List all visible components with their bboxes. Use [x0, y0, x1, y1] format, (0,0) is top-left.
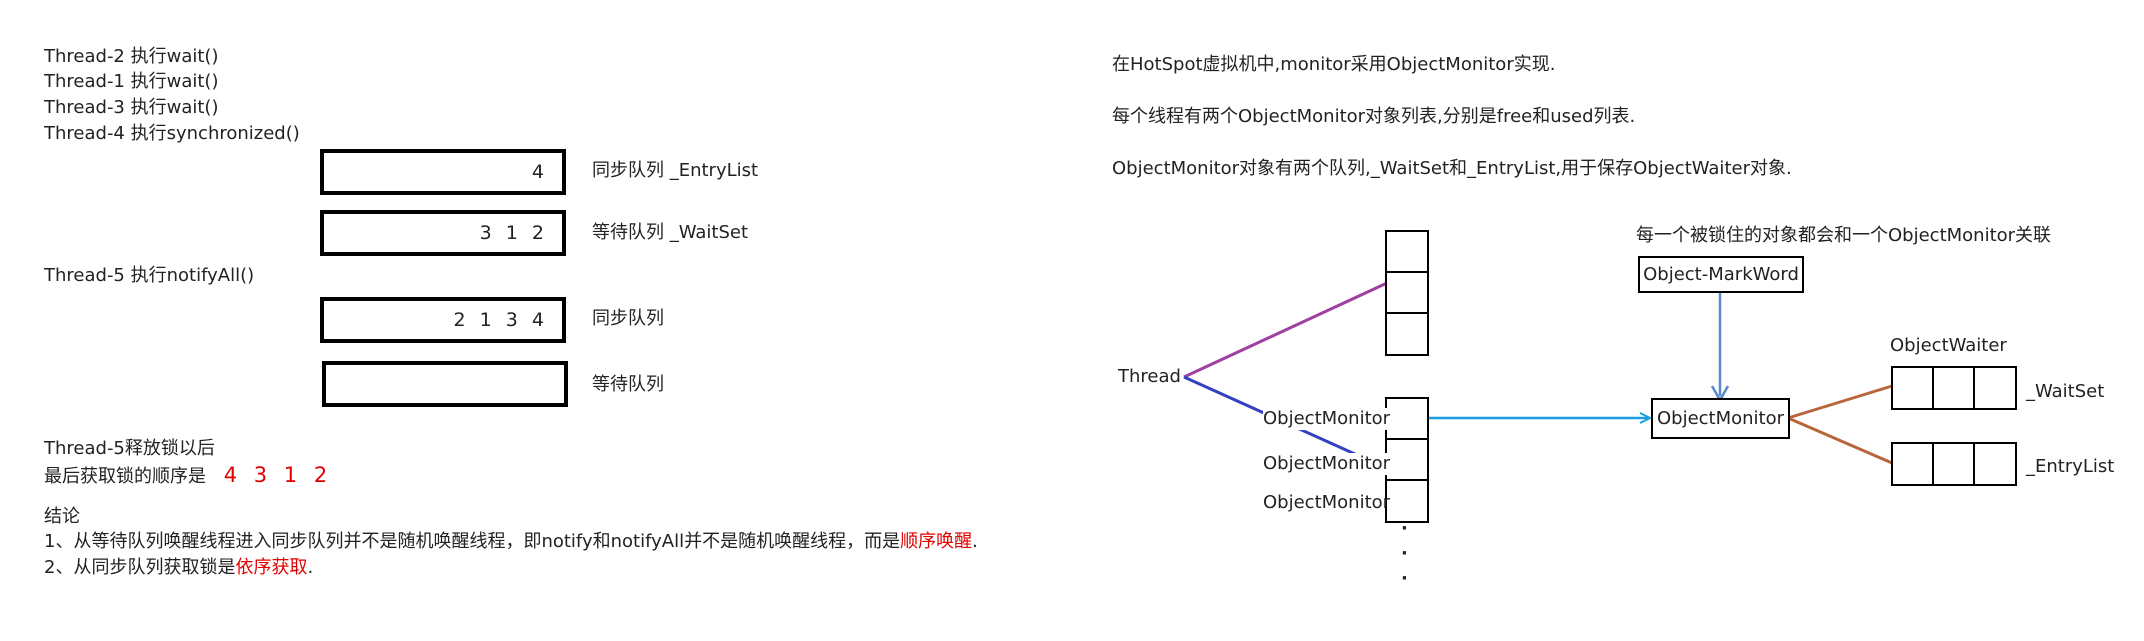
locked-object-note: 每一个被锁住的对象都会和一个ObjectMonitor关联: [1636, 225, 2052, 246]
wait-set-box: 3 1 2: [320, 210, 566, 256]
wait-set-label: 等待队列 _WaitSet: [592, 222, 749, 243]
conclusion-1-highlight: 顺序唤醒: [900, 531, 973, 552]
sync-queue-value: 2 1 3 4: [453, 309, 548, 331]
free-list-cell: [1385, 312, 1429, 356]
thread-line-3: Thread-3 执行wait(): [44, 97, 219, 118]
entry-list-box: 4: [320, 149, 566, 195]
conclusion-1-prefix: 1、从等待队列唤醒线程进入同步队列并不是随机唤醒线程，即notify和notif…: [44, 531, 901, 552]
object-markword-box: Object-MarkWord: [1638, 256, 1804, 293]
ellipsis-dot: ·: [1401, 518, 1408, 539]
conclusion-1: 1、从等待队列唤醒线程进入同步队列并不是随机唤醒线程，即notify和notif…: [44, 531, 978, 553]
waitset-cell: [1973, 366, 2017, 410]
thread-line-2: Thread-1 执行wait(): [44, 71, 219, 92]
monitor-to-entrylist-line: [1787, 416, 1893, 465]
order-line: 最后获取锁的顺序是 4 3 1 2: [44, 464, 332, 488]
conclusion-1-suffix: .: [972, 531, 978, 552]
ellipsis-dot: ·: [1401, 543, 1408, 564]
note-3: ObjectMonitor对象有两个队列,_WaitSet和_EntryList…: [1112, 158, 1792, 179]
wait-queue-box: [322, 361, 568, 407]
waitset-cell: [1932, 366, 1976, 410]
used-list-cell: [1385, 479, 1429, 523]
object-monitor-box: ObjectMonitor: [1651, 398, 1790, 439]
entry-list-value: 4: [531, 161, 548, 183]
conclusion-2: 2、从同步队列获取锁是依序获取.: [44, 557, 313, 579]
object-waiter-label: ObjectWaiter: [1890, 335, 2007, 356]
entrylist-label: _EntryList: [2026, 456, 2115, 477]
sync-queue-box: 2 1 3 4: [320, 297, 566, 343]
waitset-label: _WaitSet: [2026, 381, 2105, 402]
used-list-cell: [1385, 397, 1429, 441]
object-monitor-item-3: ObjectMonitor: [1263, 492, 1391, 513]
conclusion-2-highlight: 依序获取: [235, 557, 308, 578]
ellipsis-dot: ·: [1401, 568, 1408, 589]
order-prefix: 最后获取锁的顺序是: [44, 466, 206, 487]
conclusion-2-suffix: .: [307, 557, 314, 578]
object-monitor-item-1: ObjectMonitor: [1263, 408, 1391, 430]
notify-line: Thread-5 执行notifyAll(): [44, 265, 255, 286]
conclusion-title: 结论: [44, 506, 80, 527]
free-list-cell: [1385, 271, 1429, 315]
conclusion-2-prefix: 2、从同步队列获取锁是: [44, 557, 236, 578]
thread-line-4: Thread-4 执行synchronized(): [44, 123, 300, 144]
wait-set-value: 3 1 2: [479, 222, 548, 244]
sync-queue-label: 同步队列: [592, 308, 664, 329]
thread-to-free-list-line: [1183, 281, 1388, 379]
used-list-cell: [1385, 438, 1429, 482]
note-1: 在HotSpot虚拟机中,monitor采用ObjectMonitor实现.: [1112, 54, 1556, 75]
entrylist-cell: [1973, 442, 2017, 486]
entrylist-cell: [1932, 442, 1976, 486]
release-line: Thread-5释放锁以后: [44, 438, 215, 459]
note-2: 每个线程有两个ObjectMonitor对象列表,分别是free和used列表.: [1112, 106, 1636, 127]
monitor-to-waitset-line: [1787, 384, 1893, 420]
free-list-cell: [1385, 230, 1429, 274]
wait-queue-label: 等待队列: [592, 374, 664, 395]
order-value: 4 3 1 2: [223, 463, 333, 487]
entrylist-cell: [1891, 442, 1935, 486]
waitset-cell: [1891, 366, 1935, 410]
thread-label: Thread: [1118, 366, 1181, 387]
object-monitor-item-2: ObjectMonitor: [1263, 453, 1391, 475]
thread-line-1: Thread-2 执行wait(): [44, 46, 219, 67]
entry-list-label: 同步队列 _EntryList: [592, 160, 759, 181]
